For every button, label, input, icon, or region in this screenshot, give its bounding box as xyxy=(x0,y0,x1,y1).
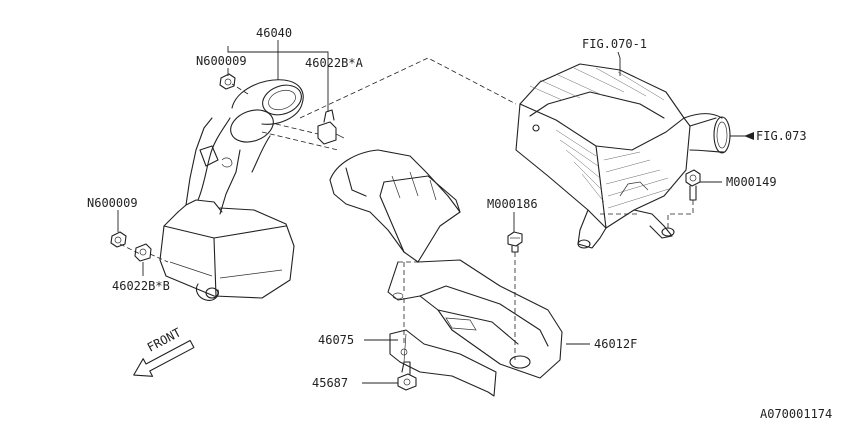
clip-n600009-left xyxy=(110,231,127,248)
reference-lines xyxy=(119,57,694,360)
bolt-m000186 xyxy=(507,231,523,253)
label-fig070-1: FIG.070-1 xyxy=(582,37,647,51)
label-45687: 45687 xyxy=(312,376,348,390)
label-46040: 46040 xyxy=(256,26,292,40)
grommet-46022b-a xyxy=(317,109,345,145)
fig073-arrow-icon xyxy=(744,132,754,140)
label-fig073: FIG.073 xyxy=(756,129,807,143)
leader-lines xyxy=(117,40,748,384)
resonator-46012f xyxy=(387,259,563,379)
label-front: FRONT xyxy=(145,325,183,354)
bolt-45687 xyxy=(397,361,417,391)
label-46012f: 46012F xyxy=(594,337,637,351)
bracket-46075 xyxy=(389,329,497,397)
label-n600009-left: N600009 xyxy=(87,196,138,210)
label-m000186: M000186 xyxy=(487,197,538,211)
grommet-46022b-b xyxy=(134,243,152,262)
label-m000149: M000149 xyxy=(726,175,777,189)
diagram-id: A070001174 xyxy=(760,407,832,421)
air-intake-duct-46040 xyxy=(159,79,304,301)
front-arrow-icon xyxy=(133,339,195,377)
air-cleaner-case-fig070 xyxy=(515,63,731,249)
label-46075: 46075 xyxy=(318,333,354,347)
bolt-m000149 xyxy=(685,169,701,201)
label-46022b-b: 46022B*B xyxy=(112,279,170,293)
label-n600009-top: N600009 xyxy=(196,54,247,68)
clip-n600009-upper xyxy=(219,73,236,90)
air-duct-center xyxy=(329,149,461,263)
label-46022b-a: 46022B*A xyxy=(305,56,364,70)
